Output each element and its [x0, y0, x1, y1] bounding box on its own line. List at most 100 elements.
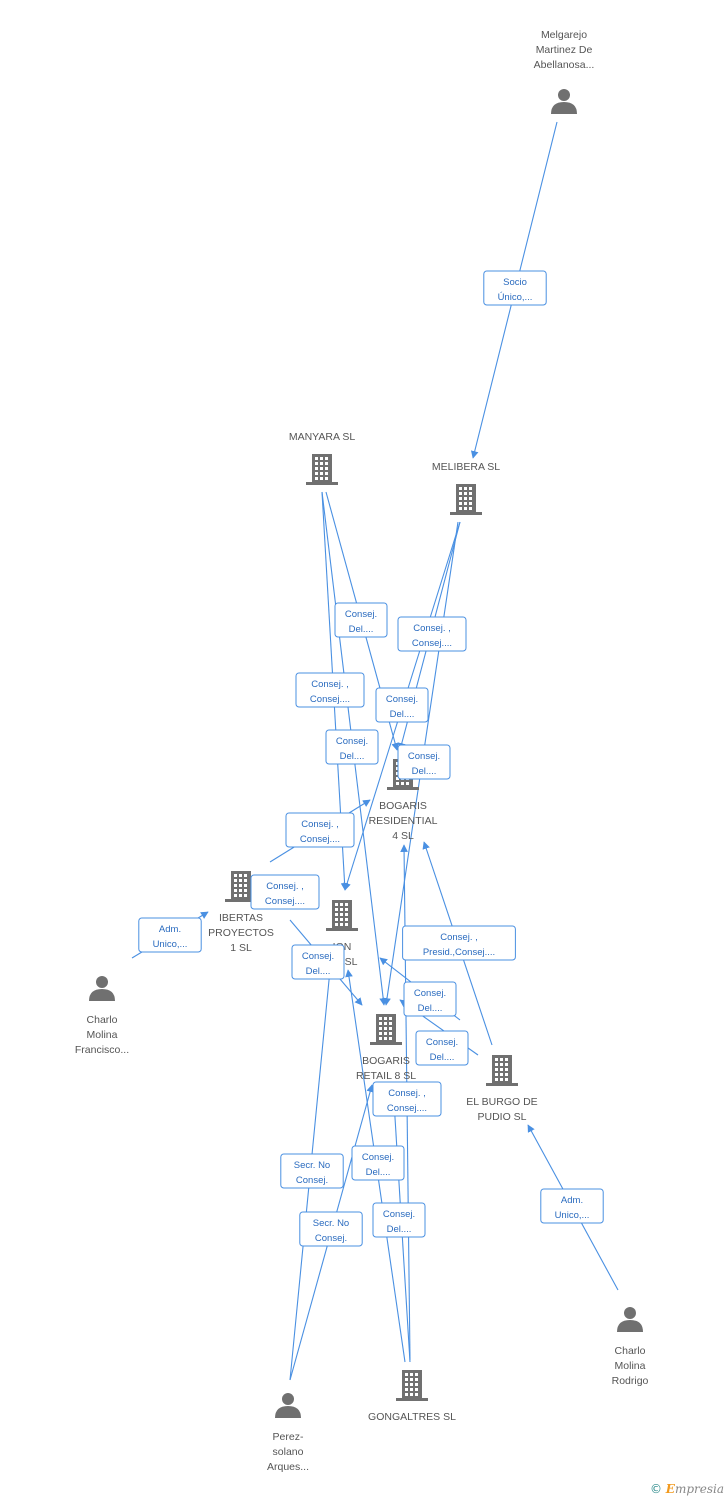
company-icon-gongaltres[interactable] [396, 1370, 428, 1401]
edge-label-text: Del.... [387, 1224, 412, 1235]
node-label-bogaris_res: BOGARIS [379, 800, 427, 812]
edge-label-16[interactable]: Consej. Del.... [351, 1145, 405, 1181]
edge-label-text: Consej. , [440, 932, 478, 943]
edge-label-text: Adm. [561, 1195, 583, 1206]
node-label-melibera: MELIBERA SL [432, 461, 500, 473]
edge-label-text: Consej. [383, 1209, 415, 1220]
brand-initial: E [665, 1482, 675, 1496]
company-icon-ibertas[interactable] [225, 871, 257, 902]
edge-label-text: Consej. , [301, 819, 339, 830]
edge-label-3[interactable]: Consej. , Consej.... [295, 672, 365, 708]
company-icon-ion[interactable] [326, 900, 358, 931]
company-icon-burgo[interactable] [486, 1055, 518, 1086]
edge-label-text: Del.... [366, 1167, 391, 1178]
edge-label-text: Consej.... [412, 638, 452, 649]
person-icon-perez[interactable] [275, 1393, 301, 1418]
edge-label-text: Consej. , [311, 679, 349, 690]
node-label-gongaltres: GONGALTRES SL [368, 1411, 456, 1423]
edge-label-1[interactable]: Consej. Del.... [334, 602, 388, 638]
node-label-bogaris_res: RESIDENTIAL [369, 815, 438, 827]
edge-label-19[interactable]: Adm. Unico,... [540, 1188, 604, 1224]
edge-label-11[interactable]: Consej. Del.... [291, 944, 345, 980]
node-label-bogaris_ret: BOGARIS [362, 1055, 410, 1067]
person-icon-charlo_f[interactable] [89, 976, 115, 1001]
edge-label-text: Presid.,Consej.... [423, 947, 495, 958]
edge-label-text: Socio [503, 277, 527, 288]
edge-label-text: Consej. [386, 694, 418, 705]
edge-label-12[interactable]: Consej. Del.... [403, 981, 457, 1017]
node-label-manyara: MANYARA SL [289, 431, 355, 443]
company-icon-manyara[interactable] [306, 454, 338, 485]
edge-label-text: Consej. [315, 1233, 347, 1244]
edge-label-text: Consej. , [413, 623, 451, 634]
edge-label-text: Consej. [362, 1152, 394, 1163]
edge-label-4[interactable]: Consej. Del.... [375, 687, 429, 723]
edge-label-text: Consej. [296, 1175, 328, 1186]
edge-label-text: Consej.... [265, 896, 305, 907]
edge-label-text: Consej. [302, 951, 334, 962]
node-label-bogaris_ret: RETAIL 8 SL [356, 1070, 416, 1082]
node-label-ibertas: PROYECTOS [208, 927, 274, 939]
node-label-bogaris_res: 4 SL [392, 830, 414, 842]
edge-label-text: Del.... [349, 624, 374, 635]
edge-label-5[interactable]: Consej. Del.... [325, 729, 379, 765]
edge-label-14[interactable]: Consej. , Consej.... [372, 1081, 442, 1117]
brand-name: mpresia [674, 1482, 724, 1496]
company-icon-bogaris_ret[interactable] [370, 1014, 402, 1045]
edge-label-18[interactable]: Consej. Del.... [372, 1202, 426, 1238]
edge-label-17[interactable]: Secr. No Consej. [299, 1211, 363, 1247]
node-label-charlo_r: Charlo [615, 1345, 646, 1357]
edge-label-text: Adm. [159, 924, 181, 935]
edge-label-text: Consej. , [388, 1088, 426, 1099]
person-icon-charlo_r[interactable] [617, 1307, 643, 1332]
node-label-charlo_f: Charlo [87, 1014, 118, 1026]
edge-label-9[interactable]: Adm. Unico,... [138, 917, 202, 953]
edge-label-text: Unico,... [555, 1210, 590, 1221]
edge-label-text: Secr. No [313, 1218, 349, 1229]
edge-label-text: Del.... [412, 766, 437, 777]
node-label-ibertas: IBERTAS [219, 912, 263, 924]
edge-label-text: Consej. [336, 736, 368, 747]
node-label-charlo_f: Francisco... [75, 1044, 129, 1056]
edge-label-7[interactable]: Consej. , Consej.... [285, 812, 355, 848]
edge-label-text: Único,... [498, 292, 533, 303]
node-label-burgo: EL BURGO DE [466, 1096, 537, 1108]
node-label-ibertas: 1 SL [230, 942, 252, 954]
node-label-perez: Perez- [273, 1431, 304, 1443]
node-label-perez: solano [273, 1446, 304, 1458]
edge-label-text: Unico,... [153, 939, 188, 950]
edge-label-10[interactable]: Consej. , Presid.,Consej.... [402, 925, 516, 961]
node-label-perez: Arques... [267, 1461, 309, 1473]
edge-label-15[interactable]: Secr. No Consej. [280, 1153, 344, 1189]
copyright-icon: © [649, 1482, 662, 1496]
edge-label-2[interactable]: Consej. , Consej.... [397, 616, 467, 652]
footer-brand: © Empresia [650, 1482, 724, 1496]
edge-label-text: Del.... [430, 1052, 455, 1063]
edge-label-8[interactable]: Consej. , Consej.... [250, 874, 320, 910]
edge-label-text: Consej. [345, 609, 377, 620]
edge-label-text: Consej. [414, 988, 446, 999]
company-icon-melibera[interactable] [450, 484, 482, 515]
node-label-charlo_f: Molina [87, 1029, 118, 1041]
edge-label-text: Consej.... [310, 694, 350, 705]
node-label-melgarejo: Melgarejo [541, 29, 587, 41]
edge-label-0[interactable]: SocioÚnico,... [483, 270, 547, 306]
node-label-burgo: PUDIO SL [477, 1111, 526, 1123]
person-icon-melgarejo[interactable] [551, 89, 577, 114]
edge-label-text: Del.... [418, 1003, 443, 1014]
edge-label-text: Del.... [306, 966, 331, 977]
edge-label-text: Consej. [408, 751, 440, 762]
edge-label-text: Del.... [390, 709, 415, 720]
edge-label-13[interactable]: Consej.Del.... [415, 1030, 469, 1066]
edge-label-text: Del.... [340, 751, 365, 762]
edge-label-6[interactable]: Consej. Del.... [397, 744, 451, 780]
node-label-melgarejo: Martinez De [536, 44, 593, 56]
edge-label-text: Secr. No [294, 1160, 330, 1171]
node-label-charlo_r: Molina [615, 1360, 646, 1372]
edge-label-text: Consej.... [387, 1103, 427, 1114]
edge-label-text: Consej. , [266, 881, 304, 892]
edge-label-text: Consej.... [300, 834, 340, 845]
